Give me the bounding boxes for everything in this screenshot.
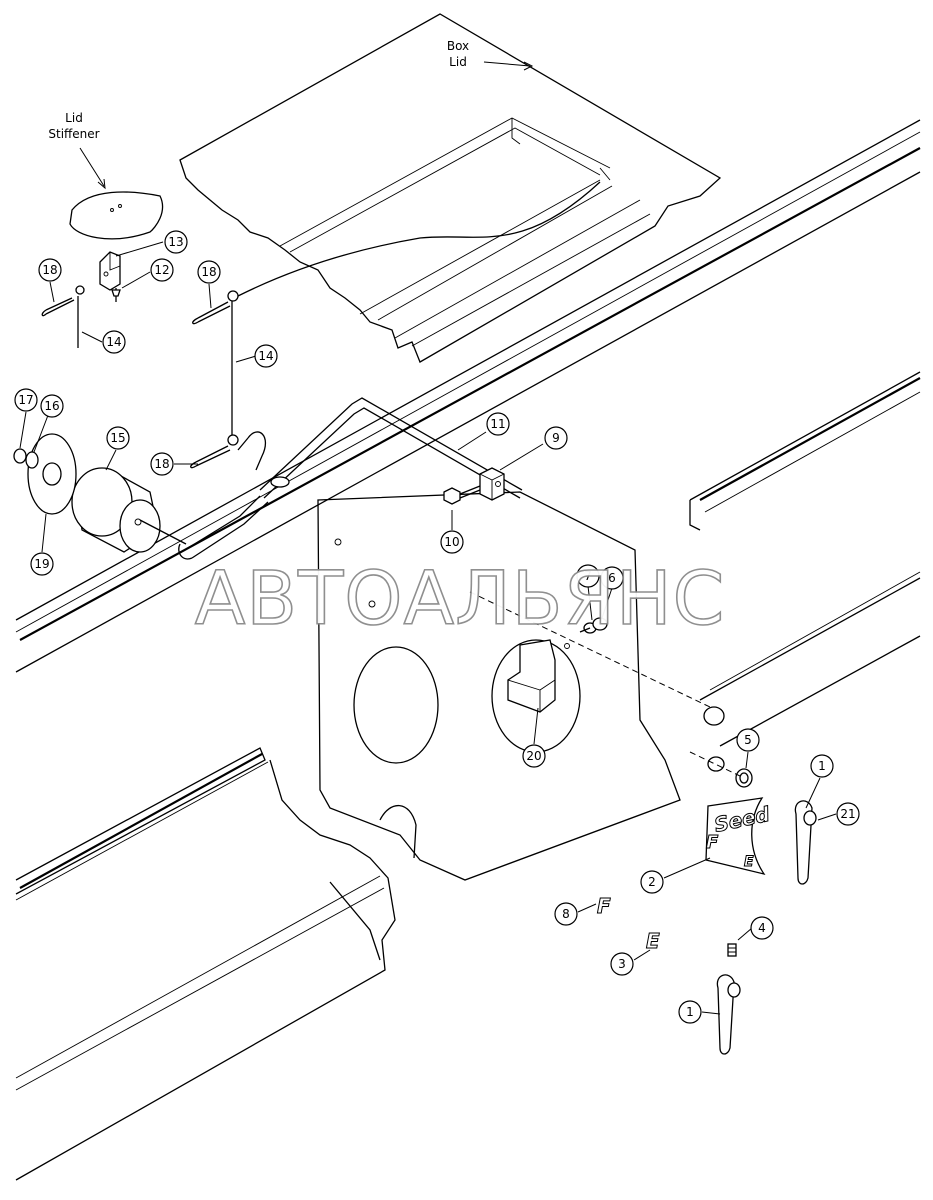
cable-part-14-right	[227, 181, 601, 446]
lock-block-part-9	[479, 467, 505, 501]
svg-text:11: 11	[490, 417, 505, 431]
callout-4: 4	[750, 916, 774, 940]
svg-text:4: 4	[758, 921, 766, 935]
cable-part-14-left	[75, 285, 85, 348]
svg-text:21: 21	[840, 807, 855, 821]
cotter-pin-18-left	[41, 297, 75, 317]
svg-text:5: 5	[744, 733, 752, 747]
decal-part-8-f: F	[597, 894, 611, 918]
callout-19: 19	[30, 552, 54, 576]
bracket-part-20	[507, 639, 556, 713]
svg-text:18: 18	[201, 265, 216, 279]
svg-text:2: 2	[648, 875, 656, 889]
washers-16-17	[13, 448, 39, 469]
callout-8: 8	[554, 902, 578, 926]
svg-text:6: 6	[608, 571, 616, 585]
callout-18-left: 18	[38, 258, 62, 282]
box-lid-label-line1: Box	[447, 39, 469, 53]
callout-18-top: 18	[197, 260, 221, 284]
cotter-pin-18-top	[192, 301, 231, 325]
svg-text:18: 18	[154, 457, 169, 471]
callout-10: 10	[440, 530, 464, 554]
disc-part-19	[27, 433, 77, 515]
callout-1-lower: 1	[678, 1000, 702, 1024]
svg-text:15: 15	[110, 431, 125, 445]
callout-1-upper: 1	[810, 754, 834, 778]
callout-14-left: 14	[102, 330, 126, 354]
svg-text:1: 1	[686, 1005, 694, 1019]
callout-15: 15	[106, 426, 130, 450]
set-screw-part-4	[727, 943, 737, 957]
callout-6: 6	[600, 566, 624, 590]
drum-part-15	[71, 467, 187, 553]
svg-text:17: 17	[18, 393, 33, 407]
svg-text:7: 7	[584, 569, 592, 583]
lid-stiffener	[69, 191, 164, 240]
nuts-6-7	[579, 617, 608, 634]
callout-12: 12	[150, 258, 174, 282]
handle-part-1-lower	[716, 974, 741, 1055]
callout-9: 9	[544, 426, 568, 450]
svg-text:9: 9	[552, 431, 560, 445]
svg-text:3: 3	[618, 957, 626, 971]
lid-stiffener-label-line1: Lid	[65, 111, 83, 125]
svg-text:14: 14	[258, 349, 273, 363]
handle-part-1-upper	[794, 800, 817, 885]
svg-text:16: 16	[44, 399, 59, 413]
callout-21: 21	[836, 802, 860, 826]
svg-text:19: 19	[34, 557, 49, 571]
svg-text:12: 12	[154, 263, 169, 277]
bolt-part-10	[443, 485, 481, 505]
decal-f-text: F	[706, 832, 719, 853]
lid-stiffener-label-line2: Stiffener	[48, 127, 99, 141]
callout-3: 3	[610, 952, 634, 976]
callout-13: 13	[164, 230, 188, 254]
callout-2: 2	[640, 870, 664, 894]
callout-14-right: 14	[254, 344, 278, 368]
callout-17: 17	[14, 388, 38, 412]
box-lid-label-line2: Lid	[449, 55, 467, 69]
callout-leaders	[19, 241, 837, 1015]
callout-7: 7	[576, 564, 600, 588]
callout-18-bottom: 18	[150, 452, 174, 476]
svg-text:20: 20	[526, 749, 541, 763]
callout-16: 16	[40, 394, 64, 418]
cotter-pin-18-bottom	[190, 445, 231, 469]
svg-text:1: 1	[818, 759, 826, 773]
svg-text:18: 18	[42, 263, 57, 277]
bracket-part-13	[99, 251, 121, 302]
hub-and-bushing-5	[689, 706, 753, 788]
svg-text:13: 13	[168, 235, 183, 249]
watermark-text: АВТОАЛЬЯНС	[195, 556, 726, 642]
svg-text:14: 14	[106, 335, 121, 349]
shaft-assembly	[178, 397, 523, 560]
svg-text:8: 8	[562, 907, 570, 921]
decal-part-3-e: E	[646, 929, 660, 953]
callout-5: 5	[736, 728, 760, 752]
box-lid	[179, 13, 722, 363]
callout-20: 20	[522, 744, 546, 768]
decal-part-2: Seed F E	[705, 797, 773, 876]
callout-11: 11	[486, 412, 510, 436]
svg-text:10: 10	[444, 535, 459, 549]
decal-e-text: E	[744, 854, 754, 870]
box-rails	[15, 119, 921, 1181]
